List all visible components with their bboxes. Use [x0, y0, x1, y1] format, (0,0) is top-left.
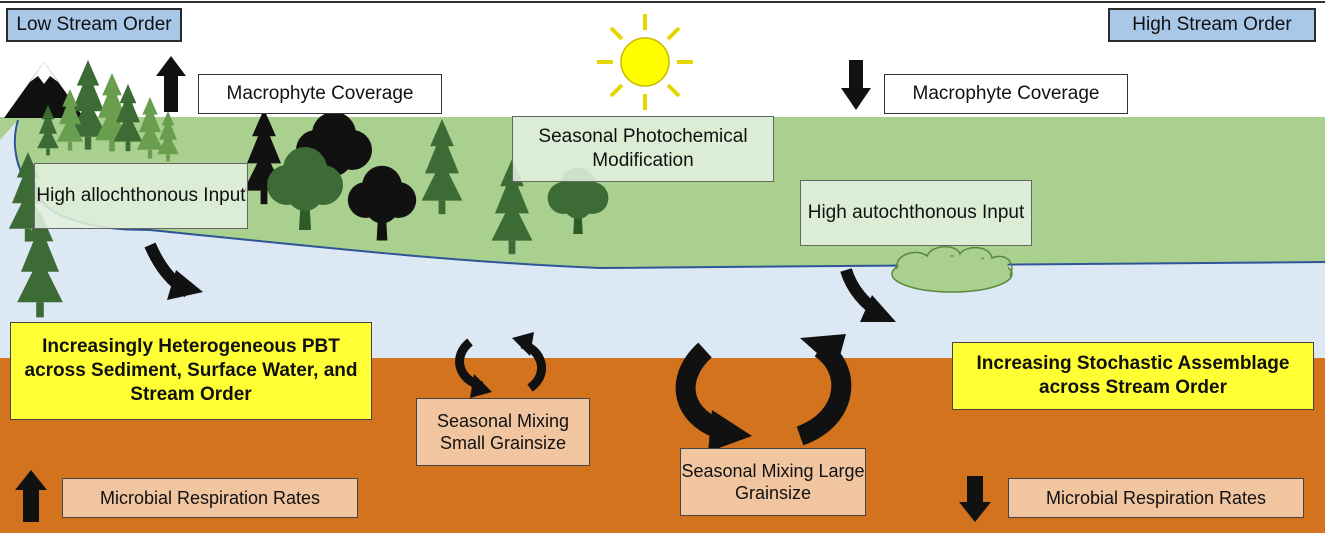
allochthonous-input-label: High allochthonous Input — [34, 163, 248, 229]
heterogeneous-pbt-label: Increasingly Heterogeneous PBT across Se… — [10, 322, 372, 420]
mixing-arrows-large-icon — [675, 334, 852, 452]
photochemical-modification-label: Seasonal Photochemical Modification — [512, 116, 774, 182]
sun-icon — [597, 14, 693, 110]
stochastic-assemblage-label: Increasing Stochastic Assemblage across … — [952, 342, 1314, 410]
seasonal-mixing-large-label: Seasonal Mixing Large Grainsize — [680, 448, 866, 516]
low-stream-order-label: Low Stream Order — [6, 8, 182, 42]
macrophyte-up-arrow-icon — [156, 56, 186, 112]
algae-cloud-icon — [891, 246, 1013, 293]
microbial-respiration-right-label: Microbial Respiration Rates — [1008, 478, 1304, 518]
mixing-arrows-small-icon — [455, 332, 546, 398]
seasonal-mixing-small-label: Seasonal Mixing Small Grainsize — [416, 398, 590, 466]
macrophyte-coverage-left-label: Macrophyte Coverage — [198, 74, 442, 114]
high-stream-order-label: High Stream Order — [1108, 8, 1316, 42]
autochthonous-input-label: High autochthonous Input — [800, 180, 1032, 246]
respiration-up-arrow-icon — [15, 470, 47, 522]
macrophyte-coverage-right-label: Macrophyte Coverage — [884, 74, 1128, 114]
respiration-down-arrow-icon — [959, 476, 991, 522]
microbial-respiration-left-label: Microbial Respiration Rates — [62, 478, 358, 518]
macrophyte-down-arrow-icon — [841, 60, 871, 110]
